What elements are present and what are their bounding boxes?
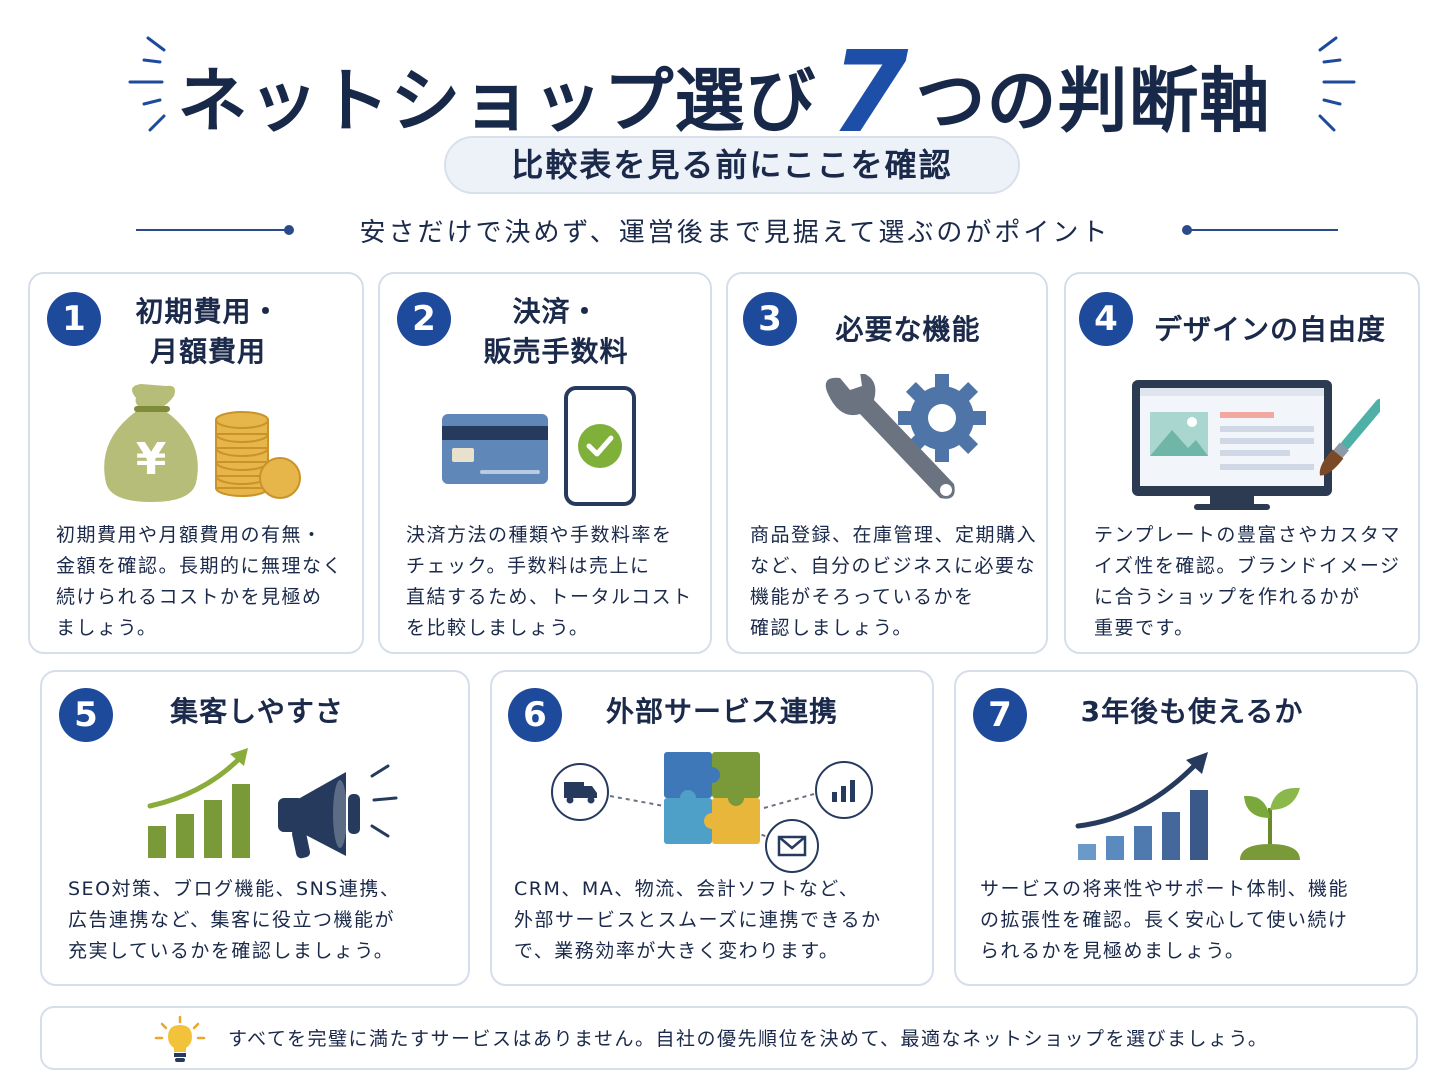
tagline-row: 安さだけで決めず、運営後まで見据えて選ぶのがポイント: [130, 208, 1340, 252]
card-number-badge: 7: [973, 688, 1027, 742]
criterion-card-3: 3 必要な機能 商品登録、在庫管理、定期購入 など、自分のビジネスに必要な 機能…: [726, 272, 1048, 654]
growth-sprout-icon: [1075, 752, 1300, 860]
puzzle-integration-icon: [551, 752, 873, 873]
card-number-badge: 6: [508, 688, 562, 742]
tagline: 安さだけで決めず、運営後まで見据えて選ぶのがポイント: [359, 218, 1111, 248]
card-title-line1: 決済・: [512, 295, 600, 328]
card-desc-line: 決済方法の種類や手数料率を: [406, 524, 673, 546]
card-desc-line: に合うショップを作れるかが: [1094, 586, 1361, 608]
card-title-line1: 集客しやすさ: [170, 695, 344, 728]
card-description: 初期費用や月額費用の有無・ 金額を確認。長期的に無理なく 続けられるコストかを見…: [56, 520, 356, 644]
money-bag-coins-icon: ¥: [104, 384, 301, 502]
card-desc-line: 外部サービスとスムーズに連携できるか: [514, 909, 882, 931]
subtitle-pill: 比較表を見る前にここを確認: [444, 136, 1020, 194]
card-title: 必要な機能: [810, 310, 1006, 350]
card-title-line2: 販売手数料: [483, 335, 629, 368]
tagline-left-dot: [284, 225, 294, 235]
wrench-gear-icon: [825, 374, 986, 499]
card-desc-line: 直結するため、トータルコスト: [406, 586, 693, 608]
card-desc-line: の拡張性を確認。長く安心して使い続け: [980, 909, 1349, 931]
criterion-card-5: 5 集客しやすさ SEO対策、ブログ機能、SNS連携、 広告連携など、集客に役立…: [40, 670, 470, 986]
card-title-line1: 3年後も使えるか: [1080, 695, 1304, 728]
card-title: 初期費用・ 月額費用: [110, 292, 306, 372]
criterion-card-2: 2 決済・ 販売手数料 決済方法の種類や手数料率を チェック。手数料は売上に 直…: [378, 272, 712, 654]
card-title: 外部サービス連携: [592, 692, 852, 732]
card-desc-line: で、業務効率が大きく変わります。: [514, 940, 840, 962]
card-desc-line: チェック。手数料は売上に: [406, 555, 651, 577]
card-description: 決済方法の種類や手数料率を チェック。手数料は売上に 直結するため、トータルコス…: [406, 520, 706, 644]
criterion-card-4: 4 デザインの自由度 テンプレートの豊富さやカスタマ イズ性を確認。ブランドイメ…: [1064, 272, 1420, 654]
card-description: SEO対策、ブログ機能、SNS連携、 広告連携など、集客に役立つ機能が 充実して…: [68, 874, 462, 967]
card-title-line1: デザインの自由度: [1153, 313, 1386, 346]
card-title-line1: 外部サービス連携: [605, 695, 838, 728]
criterion-card-7: 7 3年後も使えるか サービスの将来性やサポート体制、機能 の拡張性を確認。長く…: [954, 670, 1418, 986]
card-title: デザインの自由度: [1148, 310, 1392, 350]
card-description: 商品登録、在庫管理、定期購入 など、自分のビジネスに必要な 機能がそろっているか…: [750, 520, 1046, 644]
card-number-badge: 1: [47, 292, 101, 346]
criterion-card-6: 6 外部サービス連携 CRM、MA、物流、会計ソフトなど、 外部サービスとスムー…: [490, 670, 934, 986]
card-desc-line: 機能がそろっているかを: [750, 586, 975, 608]
card-desc-line: SEO対策、ブログ機能、SNS連携、: [68, 878, 401, 900]
right-burst-icon: [1318, 36, 1356, 132]
title-after: つの判断軸: [915, 60, 1271, 142]
card-title: 集客しやすさ: [152, 692, 362, 732]
card-desc-line: ましょう。: [56, 617, 158, 639]
card-number-badge: 4: [1079, 292, 1133, 346]
card-desc-line: 確認しましょう。: [750, 617, 913, 639]
growth-megaphone-icon: [147, 748, 398, 859]
card-desc-line: イズ性を確認。ブランドイメージ: [1094, 555, 1401, 577]
tagline-left-line: [136, 229, 286, 231]
svg-text:¥: ¥: [136, 434, 167, 485]
title-before: ネットショップ選び: [177, 60, 817, 142]
card-title-line1: 必要な機能: [835, 313, 981, 346]
lightbulb-icon: [154, 1016, 206, 1062]
card-desc-line: テンプレートの豊富さやカスタマ: [1094, 524, 1401, 546]
card-desc-line: 商品登録、在庫管理、定期購入: [750, 524, 1038, 546]
monitor-brush-icon: [1132, 380, 1380, 510]
card-desc-line: 広告連携など、集客に役立つ機能が: [68, 909, 396, 931]
card-number-badge: 5: [59, 688, 113, 742]
card-desc-line: を比較しましょう。: [406, 617, 590, 639]
card-number-badge: 3: [743, 292, 797, 346]
card-desc-line: 重要です。: [1094, 617, 1195, 639]
card-title: 決済・ 販売手数料: [460, 292, 652, 372]
card-title-line2: 月額費用: [149, 335, 266, 368]
card-desc-line: 続けられるコストかを見極め: [56, 586, 323, 608]
left-burst-icon: [128, 36, 166, 132]
card-desc-line: サービスの将来性やサポート体制、機能: [980, 878, 1350, 900]
tagline-right-dot: [1182, 225, 1192, 235]
criterion-card-1: 1 初期費用・ 月額費用 ¥ 初期費用や月額費用の有無・ 金額を確認。長期的に無…: [28, 272, 364, 654]
footer-tip-box: すべてを完璧に満たすサービスはありません。自社の優先順位を決めて、最適なネットシ…: [40, 1006, 1418, 1070]
card-title: 3年後も使えるか: [1062, 692, 1322, 732]
card-desc-line: 充実しているかを確認しましょう。: [68, 940, 395, 962]
card-title-line1: 初期費用・: [135, 295, 281, 328]
tagline-right-line: [1188, 229, 1338, 231]
footer-text: すべてを完璧に満たすサービスはありません。自社の優先順位を決めて、最適なネットシ…: [228, 1028, 1269, 1050]
card-desc-line: られるかを見極めましょう。: [980, 940, 1246, 962]
card-number-badge: 2: [397, 292, 451, 346]
card-desc-line: CRM、MA、物流、会計ソフトなど、: [514, 878, 860, 900]
card-desc-line: 初期費用や月額費用の有無・: [56, 524, 323, 546]
card-description: CRM、MA、物流、会計ソフトなど、 外部サービスとスムーズに連携できるか で、…: [514, 874, 928, 967]
card-description: テンプレートの豊富さやカスタマ イズ性を確認。ブランドイメージ に合うショップを…: [1094, 520, 1414, 644]
credit-card-phone-icon: [442, 386, 636, 506]
card-description: サービスの将来性やサポート体制、機能 の拡張性を確認。長く安心して使い続け られ…: [980, 874, 1410, 967]
card-desc-line: 金額を確認。長期的に無理なく: [56, 555, 344, 577]
card-desc-line: など、自分のビジネスに必要な: [750, 555, 1037, 577]
